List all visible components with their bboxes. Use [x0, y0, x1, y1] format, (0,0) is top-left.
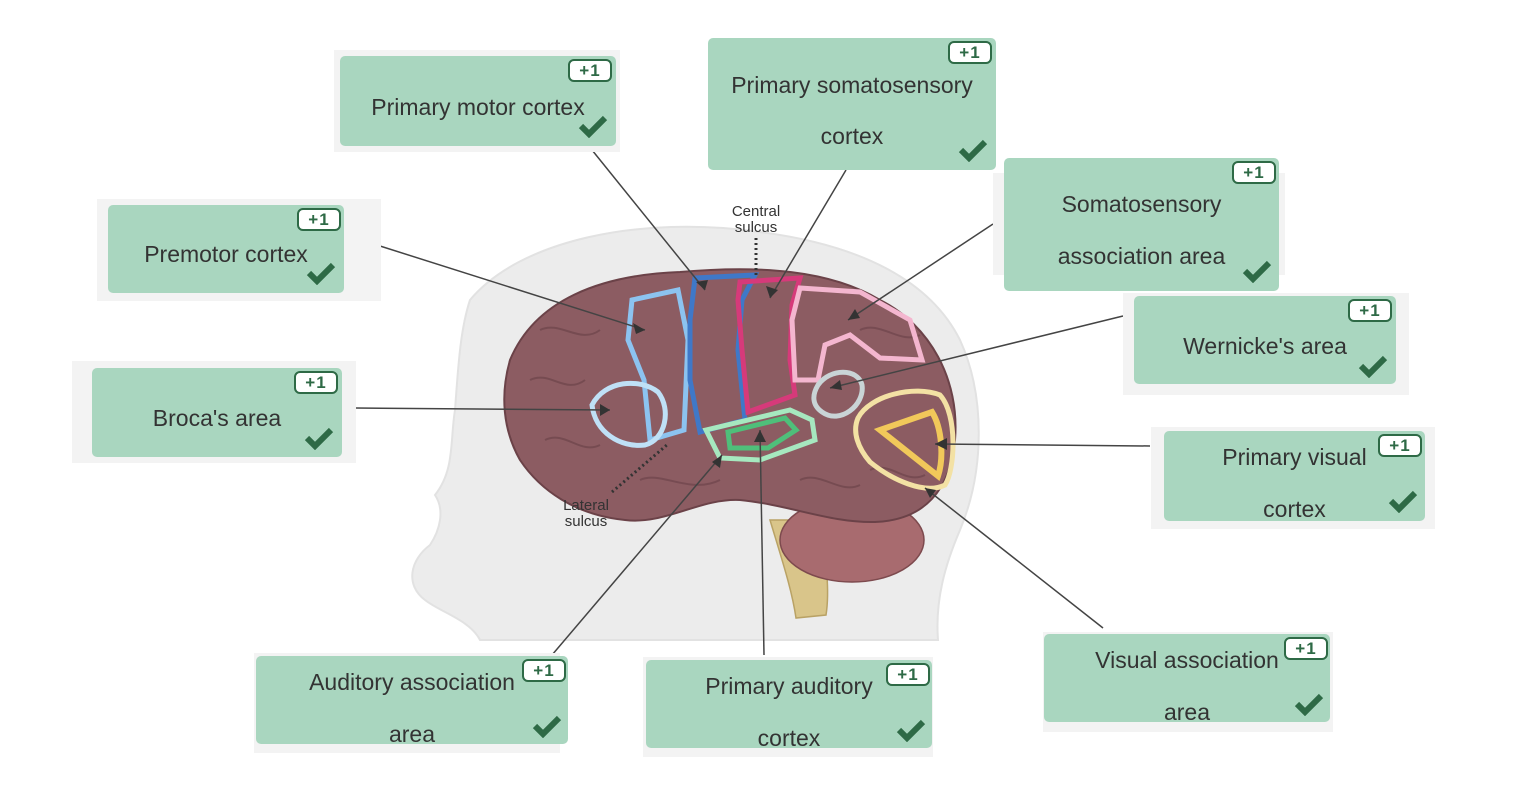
leader-primary-motor: [591, 149, 706, 291]
points-badge: +1: [1378, 434, 1422, 457]
central-sulcus-label: Central sulcus: [716, 204, 796, 236]
leader-primary-somatosensory: [769, 169, 847, 299]
points-badge: +1: [568, 59, 612, 82]
lateral-sulcus-label: Lateral sulcus: [546, 498, 626, 530]
check-icon: [896, 719, 926, 742]
label-text-line-1: Primary auditory: [705, 673, 873, 699]
leader-wernicke: [829, 315, 1124, 389]
central-sulcus-line-1: Central: [731, 203, 781, 220]
label-text-line-1: Primary somatosensory: [731, 72, 973, 98]
label-text-line-1: Visual association: [1095, 647, 1279, 673]
label-text: Wernicke's area: [1183, 333, 1347, 359]
label-text: Primary motor cortex: [371, 94, 585, 120]
points-badge: +1: [1348, 299, 1392, 322]
arrowheads: [600, 280, 947, 498]
label-visual-association-area[interactable]: Visual association area +1: [1044, 634, 1330, 725]
label-premotor-cortex[interactable]: Premotor cortex +1: [108, 205, 344, 293]
check-icon: [306, 262, 336, 285]
somatosensory-region: [735, 275, 804, 416]
label-text-line-2: area: [388, 721, 436, 747]
label-primary-visual-cortex[interactable]: Primary visual cortex +1: [1164, 431, 1425, 522]
label-text: Premotor cortex: [144, 241, 308, 267]
wernicke-region: [811, 369, 865, 419]
points-badge: +1: [1284, 637, 1328, 660]
central-sulcus-line-2: sulcus: [734, 219, 778, 236]
label-text-line-1: Somatosensory: [1061, 191, 1222, 217]
label-text-line-1: Primary visual: [1222, 444, 1367, 470]
label-text-line-2: association area: [1057, 243, 1226, 269]
label-somatosensory-association-area[interactable]: Somatosensory association area +1: [1004, 158, 1279, 291]
check-icon: [304, 427, 334, 450]
check-icon: [1388, 490, 1418, 513]
label-text: Broca's area: [152, 405, 282, 431]
points-badge: +1: [886, 663, 930, 686]
label-text-line-2: cortex: [1263, 496, 1326, 522]
check-icon: [532, 715, 562, 738]
label-text-line-2: cortex: [757, 725, 821, 751]
leader-auditory-association: [551, 454, 723, 656]
points-badge: +1: [294, 371, 338, 394]
points-badge: +1: [297, 208, 341, 231]
primary-auditory-region: [725, 415, 800, 451]
label-auditory-association-area[interactable]: Auditory association area +1: [256, 656, 568, 747]
label-text-line-2: area: [1163, 699, 1211, 725]
leader-premotor: [379, 245, 646, 331]
leader-primary-visual: [934, 443, 1151, 447]
lateral-sulcus-line-1: Lateral: [563, 497, 609, 514]
label-primary-somatosensory-cortex[interactable]: Primary somatosensory cortex +1: [708, 38, 996, 170]
lateral-sulcus-line-2: sulcus: [564, 513, 608, 530]
check-icon: [1242, 260, 1272, 283]
cerebrum: [503, 268, 957, 524]
leader-somatosensory-association: [847, 223, 994, 321]
check-icon: [1358, 355, 1388, 378]
leader-visual-association: [924, 487, 1104, 629]
points-badge: +1: [948, 41, 992, 64]
leader-lines: [354, 149, 1151, 656]
check-icon: [578, 115, 608, 138]
broca-region: [589, 380, 668, 448]
check-icon: [958, 139, 988, 162]
label-text-line-2: cortex: [820, 123, 884, 149]
label-primary-motor-cortex[interactable]: Primary motor cortex +1: [340, 56, 616, 146]
check-icon: [1294, 693, 1324, 716]
label-text-line-1: Auditory association: [309, 669, 515, 695]
label-brocas-area[interactable]: Broca's area +1: [92, 368, 342, 457]
points-badge: +1: [1232, 161, 1276, 184]
lateral-sulcus-line: [611, 442, 669, 494]
visual-association-region: [853, 388, 956, 491]
leader-primary-auditory: [759, 429, 765, 656]
somato-association-region: [789, 285, 926, 383]
label-wernickes-area[interactable]: Wernicke's area +1: [1134, 296, 1396, 384]
points-badge: +1: [522, 659, 566, 682]
leader-broca: [354, 407, 611, 411]
label-primary-auditory-cortex[interactable]: Primary auditory cortex +1: [646, 660, 932, 751]
premotor-region: [625, 287, 691, 444]
